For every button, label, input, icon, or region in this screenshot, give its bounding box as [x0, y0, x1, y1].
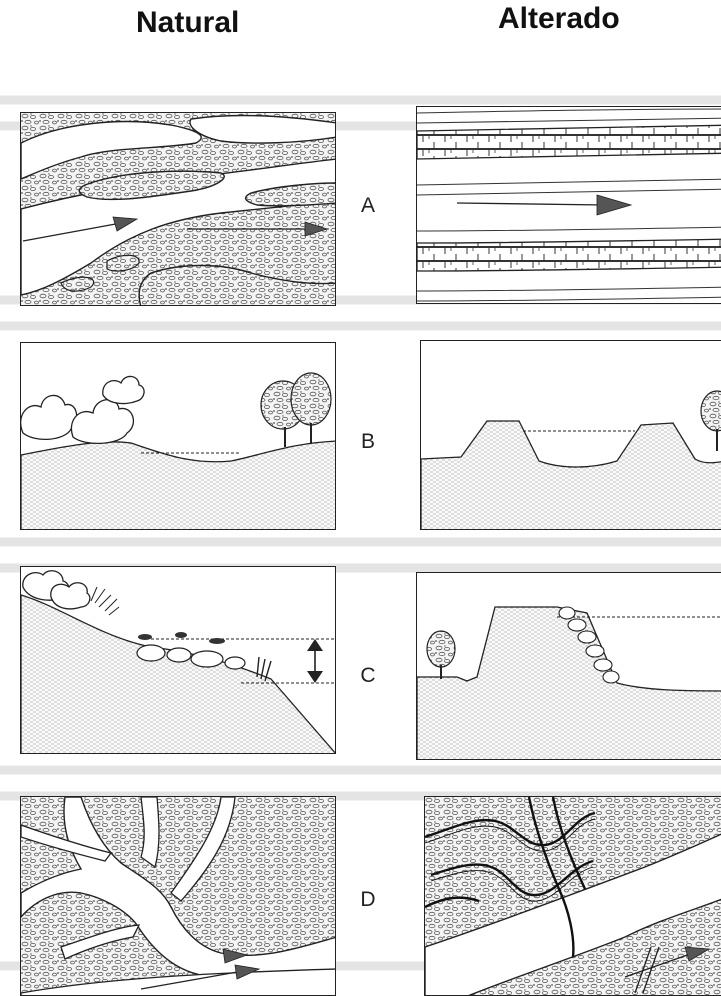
row-label-c: C	[353, 664, 383, 688]
panel-d-altered	[424, 796, 721, 996]
row-label-b: B	[353, 430, 383, 454]
column-title-natural: Natural	[136, 6, 239, 40]
row-label-d: D	[353, 888, 383, 912]
panel-d-natural	[20, 796, 336, 996]
panel-b-natural	[20, 342, 336, 530]
panel-b-altered	[420, 340, 721, 530]
row-label-a: A	[353, 194, 383, 218]
panel-c-natural	[20, 566, 336, 754]
panel-a-natural	[20, 112, 336, 306]
panel-a-altered	[416, 106, 721, 304]
panel-c-altered	[416, 572, 721, 760]
column-title-altered: Alterado	[498, 2, 620, 36]
